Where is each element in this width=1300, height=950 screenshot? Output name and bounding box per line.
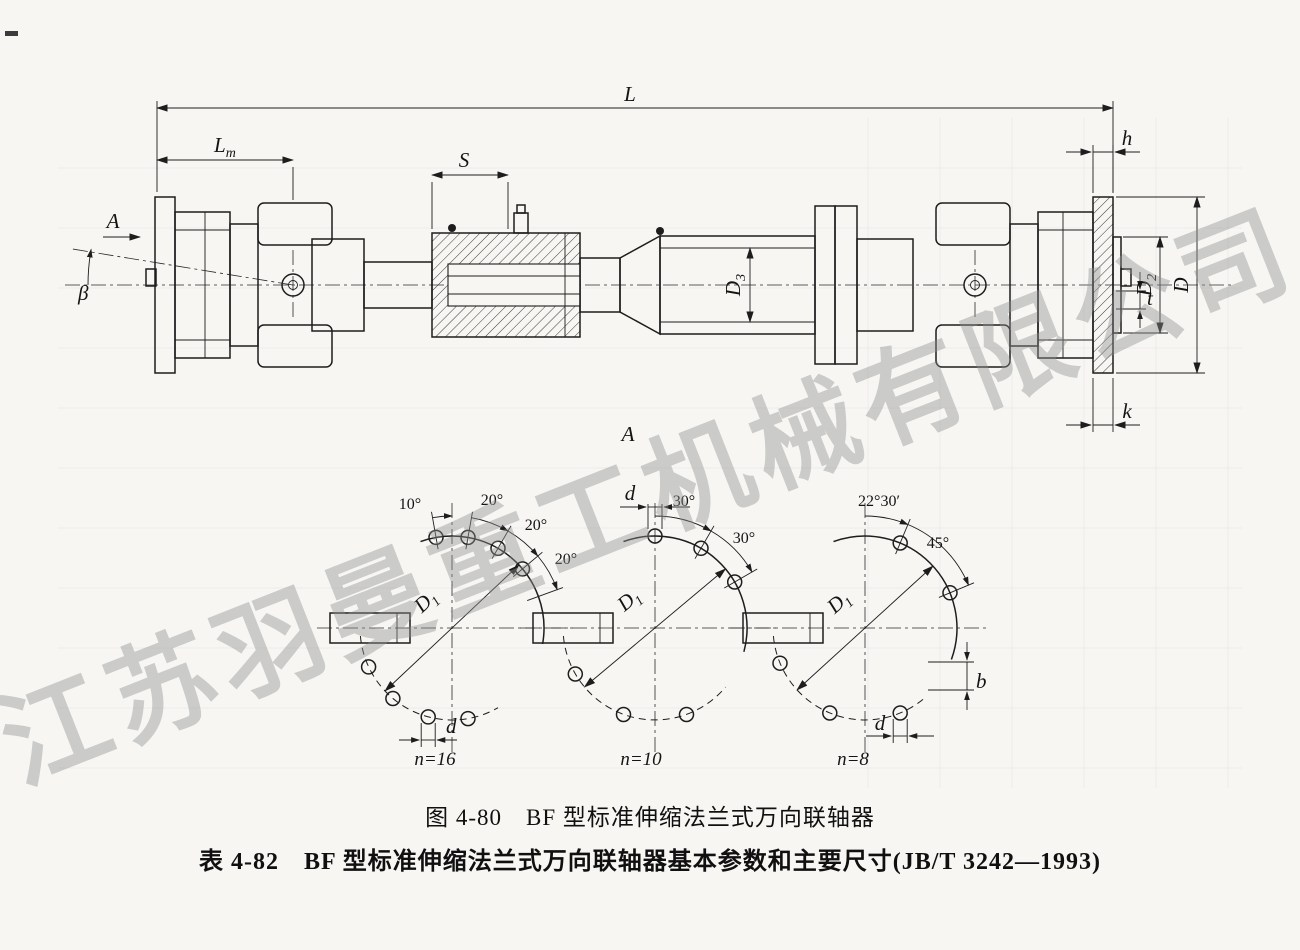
bolt-view-n10: 30° 30° D1 d n=10 bbox=[520, 481, 780, 770]
dim-label-beta: β bbox=[77, 281, 89, 305]
page-showthrough-grid bbox=[58, 118, 1242, 788]
dim-label-t: t bbox=[1147, 286, 1154, 310]
dim-label-d: d bbox=[446, 714, 457, 738]
end-flange bbox=[1092, 196, 1132, 374]
spline-sleeve bbox=[431, 204, 581, 338]
weld-dot-right bbox=[656, 227, 664, 235]
dim-L: L bbox=[156, 82, 1114, 192]
tube-section bbox=[579, 227, 816, 336]
left-universal-joint bbox=[229, 202, 433, 368]
dim-label-D2: D2 bbox=[1132, 274, 1160, 297]
dim-label-D3: D3 bbox=[721, 274, 749, 297]
shaft-assembly bbox=[65, 196, 1235, 374]
dim-d: d bbox=[866, 711, 934, 743]
angle-label: 30° bbox=[733, 530, 755, 547]
dim-k: k bbox=[1066, 378, 1140, 432]
dim-label-d: d bbox=[625, 481, 636, 505]
dim-label-S: S bbox=[459, 148, 470, 172]
angle-label: 45° bbox=[927, 535, 949, 552]
dim-D: D bbox=[1116, 196, 1205, 374]
dim-label-L: L bbox=[623, 82, 636, 106]
dim-h: h bbox=[1066, 126, 1140, 193]
angle-label: 20° bbox=[555, 551, 577, 568]
dim-label-b: b bbox=[976, 669, 987, 693]
weld-dot-left bbox=[448, 224, 456, 232]
dim-label-k: k bbox=[1122, 399, 1132, 423]
captions: 图 4-80 BF 型标准伸缩法兰式万向联轴器 表 4-82 BF 型标准伸缩法… bbox=[0, 798, 1300, 876]
dim-d: d bbox=[620, 481, 690, 529]
dim-D3: D3 bbox=[721, 247, 754, 323]
dim-S: S bbox=[431, 148, 509, 229]
angle-label: 20° bbox=[525, 517, 547, 534]
scan-artifact bbox=[5, 31, 18, 36]
dim-D2: D2 bbox=[1123, 236, 1168, 334]
swing-angle-beta bbox=[69, 248, 294, 286]
left-flange bbox=[145, 196, 231, 374]
hole-count-label: n=10 bbox=[620, 749, 662, 770]
table-caption: 表 4-82 BF 型标准伸缩法兰式万向联轴器基本参数和主要尺寸(JB/T 32… bbox=[198, 849, 1101, 875]
angle-label: 10° bbox=[399, 496, 421, 513]
grease-fitting bbox=[513, 212, 529, 234]
dim-label-D1: D1 bbox=[821, 585, 857, 621]
dim-Lm: Lm bbox=[156, 133, 294, 200]
dimension-annotations: L Lm S h k bbox=[77, 82, 1205, 432]
bolt-circle-views: A 10° 20° 20° bbox=[317, 422, 990, 770]
view-label-A: A bbox=[105, 209, 120, 233]
dim-label-D1: D1 bbox=[612, 583, 648, 619]
dim-label-D1: D1 bbox=[408, 585, 444, 621]
dim-label-d: d bbox=[875, 711, 886, 735]
dim-t: t bbox=[1116, 272, 1154, 328]
view-arrow-A: A bbox=[103, 209, 141, 241]
bolt-view-n8: 22°30′ 45° D1 d b n=8 bbox=[730, 493, 990, 770]
figure-caption: 图 4-80 BF 型标准伸缩法兰式万向联轴器 bbox=[425, 805, 875, 830]
hole-count-label: n=8 bbox=[837, 749, 869, 770]
dim-b: b bbox=[928, 642, 987, 710]
hole-count-label: n=16 bbox=[414, 749, 456, 770]
angle-label: 20° bbox=[481, 492, 503, 509]
bolt-view-n16: 10° 20° 20° 20° D1 d n=16 bbox=[317, 492, 577, 770]
angle-label: 30° bbox=[673, 493, 695, 510]
angle-label: 22°30′ bbox=[858, 493, 900, 510]
dim-d: d bbox=[399, 714, 457, 747]
dim-label-D: D bbox=[1169, 277, 1193, 293]
section-label-A: A bbox=[620, 422, 635, 446]
dim-label-h: h bbox=[1122, 126, 1133, 150]
dim-label-Lm: Lm bbox=[213, 133, 236, 161]
